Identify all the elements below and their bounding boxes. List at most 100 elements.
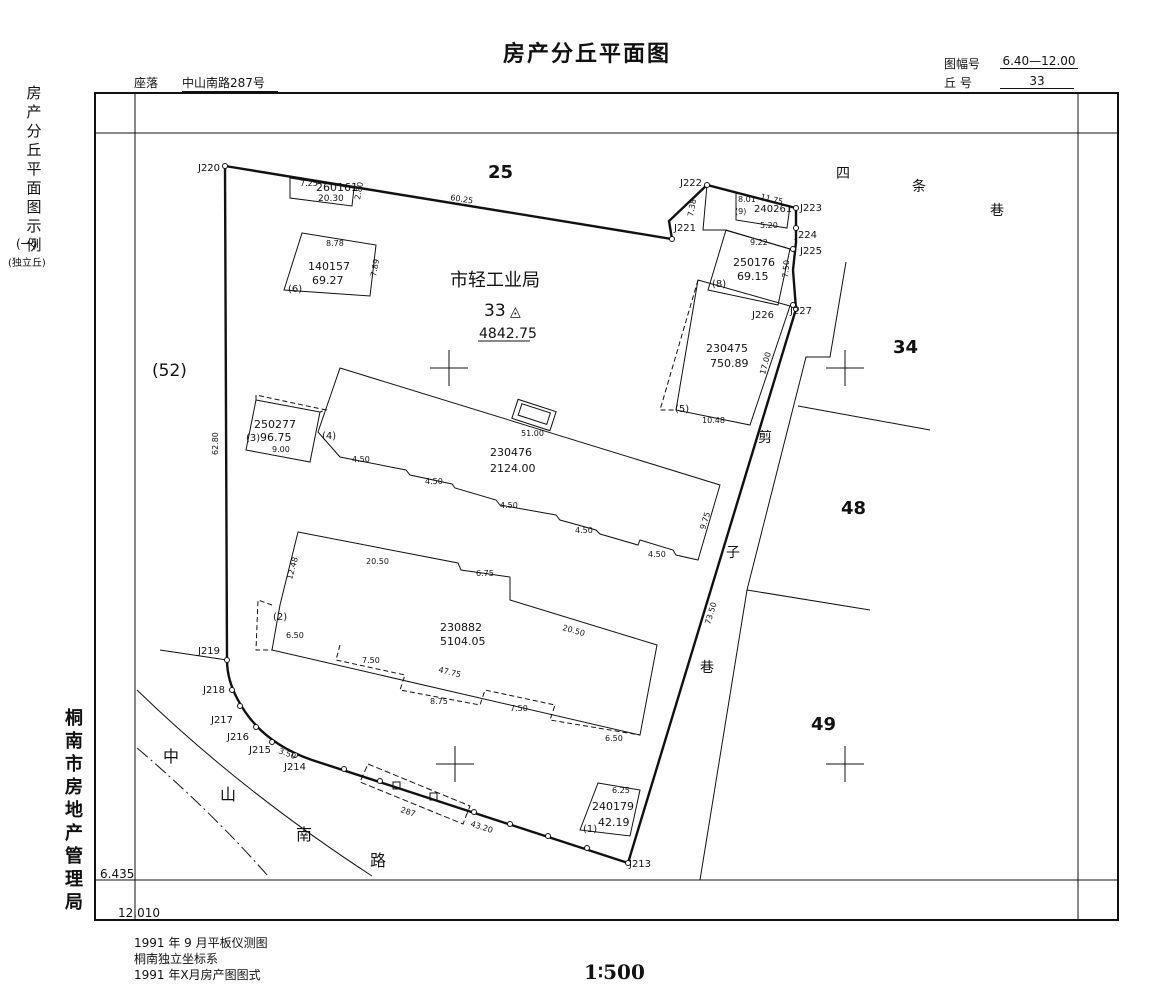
grid-cross [826,746,864,782]
point-label: J225 [799,246,822,257]
building-area: 750.89 [710,357,749,370]
grid-label-left: 6.435 [100,867,135,881]
legend-side-sub1: (一) [16,237,38,251]
dimension: 287 [399,805,416,818]
neighbor-25: 25 [488,162,513,183]
building-code: 240261 [754,204,792,215]
hill-value: 33 [1000,74,1074,89]
building-240261 [735,192,791,229]
point-label: J223 [799,203,822,214]
point-label: J219 [197,646,220,657]
street-char: 南 [296,825,312,844]
dimension: 4.50 [648,550,666,559]
owner-name: 市轻工业局 [450,270,540,291]
parcel-boundary [223,164,798,865]
point-label: J224 [794,230,817,241]
building-tag: (2) [273,612,287,623]
road-centerline [136,747,269,877]
dimension: 43.20 [469,819,494,835]
map-frame [94,92,1119,921]
building-area: 69.15 [737,270,769,283]
building-area: 5.20 [760,221,778,230]
dimension: 60.25 [450,193,474,205]
map-scale: 1∶500 [584,960,645,984]
building-230475-dashed [659,279,699,411]
dimension: 7.89 [369,258,381,277]
street-char: 路 [370,851,386,870]
neighbor-34: 34 [893,337,918,358]
dimension: 4.50 [425,477,443,486]
alley-right [699,261,847,881]
map-title: 房产分丘平面图 [502,42,671,67]
dimension: 62.80 [211,432,220,455]
grid-cross [430,350,468,386]
building-area: 69.27 [312,274,344,287]
dimension: 6.25 [612,786,630,795]
building-250277 [245,399,321,463]
legend-side-text: 房产分丘平面图示例 [26,84,42,254]
grid-cross [436,746,474,782]
dimension: 3.50 [277,746,297,761]
building-code: 260161 [316,181,358,194]
building-area: 96.75 [260,431,292,444]
point-label: J221 [673,223,696,234]
dimension: 7.50 [362,656,380,665]
point-label: J227 [789,306,812,317]
dimension: 9.75 [698,511,712,531]
building-230476 [317,367,721,561]
building-260161 [289,177,355,207]
point-label: J218 [202,685,225,696]
building-240179 [579,782,641,837]
building-tag: (8) [712,279,726,290]
neighbor-52: (52) [152,361,187,381]
building-230475 [675,279,791,426]
point-label: J214 [283,762,306,773]
dimension: 8.01 [738,195,756,204]
street-char: 条 [912,178,926,195]
dimension: 6.50 [605,734,623,743]
point-label: J213 [628,859,651,870]
building-tag: (9) [735,207,746,216]
lot-line [797,405,931,431]
building-code: 240179 [592,800,634,813]
lot-line [746,589,871,611]
location-label: 座落 [134,76,159,90]
hill-label: 丘 号 [944,76,972,90]
point-label: J226 [751,310,774,321]
legend-side-sub2: (独立丘) [8,258,46,269]
legend-note: 1991 年X月房产图图式 [134,968,261,982]
street-char: 四 [836,166,850,182]
dimension: 47.75 [438,665,462,679]
building-code: 250277 [254,418,296,431]
dimension: 2.80 [353,181,365,200]
dimension: 6.50 [286,631,304,640]
building-area: 2124.00 [490,462,536,475]
street-char: 巷 [990,203,1004,219]
building-230882 [271,531,658,736]
point-label: J215 [248,745,271,756]
point-label: J216 [226,732,249,743]
parcel-area: 4842.75 [479,326,537,342]
alley-left [627,308,797,864]
gate-287 [359,763,471,825]
building-code: 230476 [490,446,532,459]
dimension: 8.78 [326,239,344,248]
dimension: 7.50 [781,260,791,278]
building-tag: (6) [288,284,302,295]
sheet-label: 图幅号 [944,57,981,71]
building-code: 250176 [733,256,775,269]
dimension: 8.75 [430,697,448,706]
lot-line [159,649,228,661]
neighbor-49: 49 [811,714,836,735]
grid-label-bottom: 12.010 [118,906,160,920]
building-area: 42.19 [598,816,630,829]
dimension: 7.25 [300,179,318,188]
dimension: 7.38 [686,198,698,217]
parcel-number: 33 [484,301,506,321]
dimension: 12.48 [285,556,300,580]
point-label: J222 [679,178,702,189]
building-code: 140157 [308,260,350,273]
street-char: 子 [726,545,740,561]
road-edge [136,689,373,877]
